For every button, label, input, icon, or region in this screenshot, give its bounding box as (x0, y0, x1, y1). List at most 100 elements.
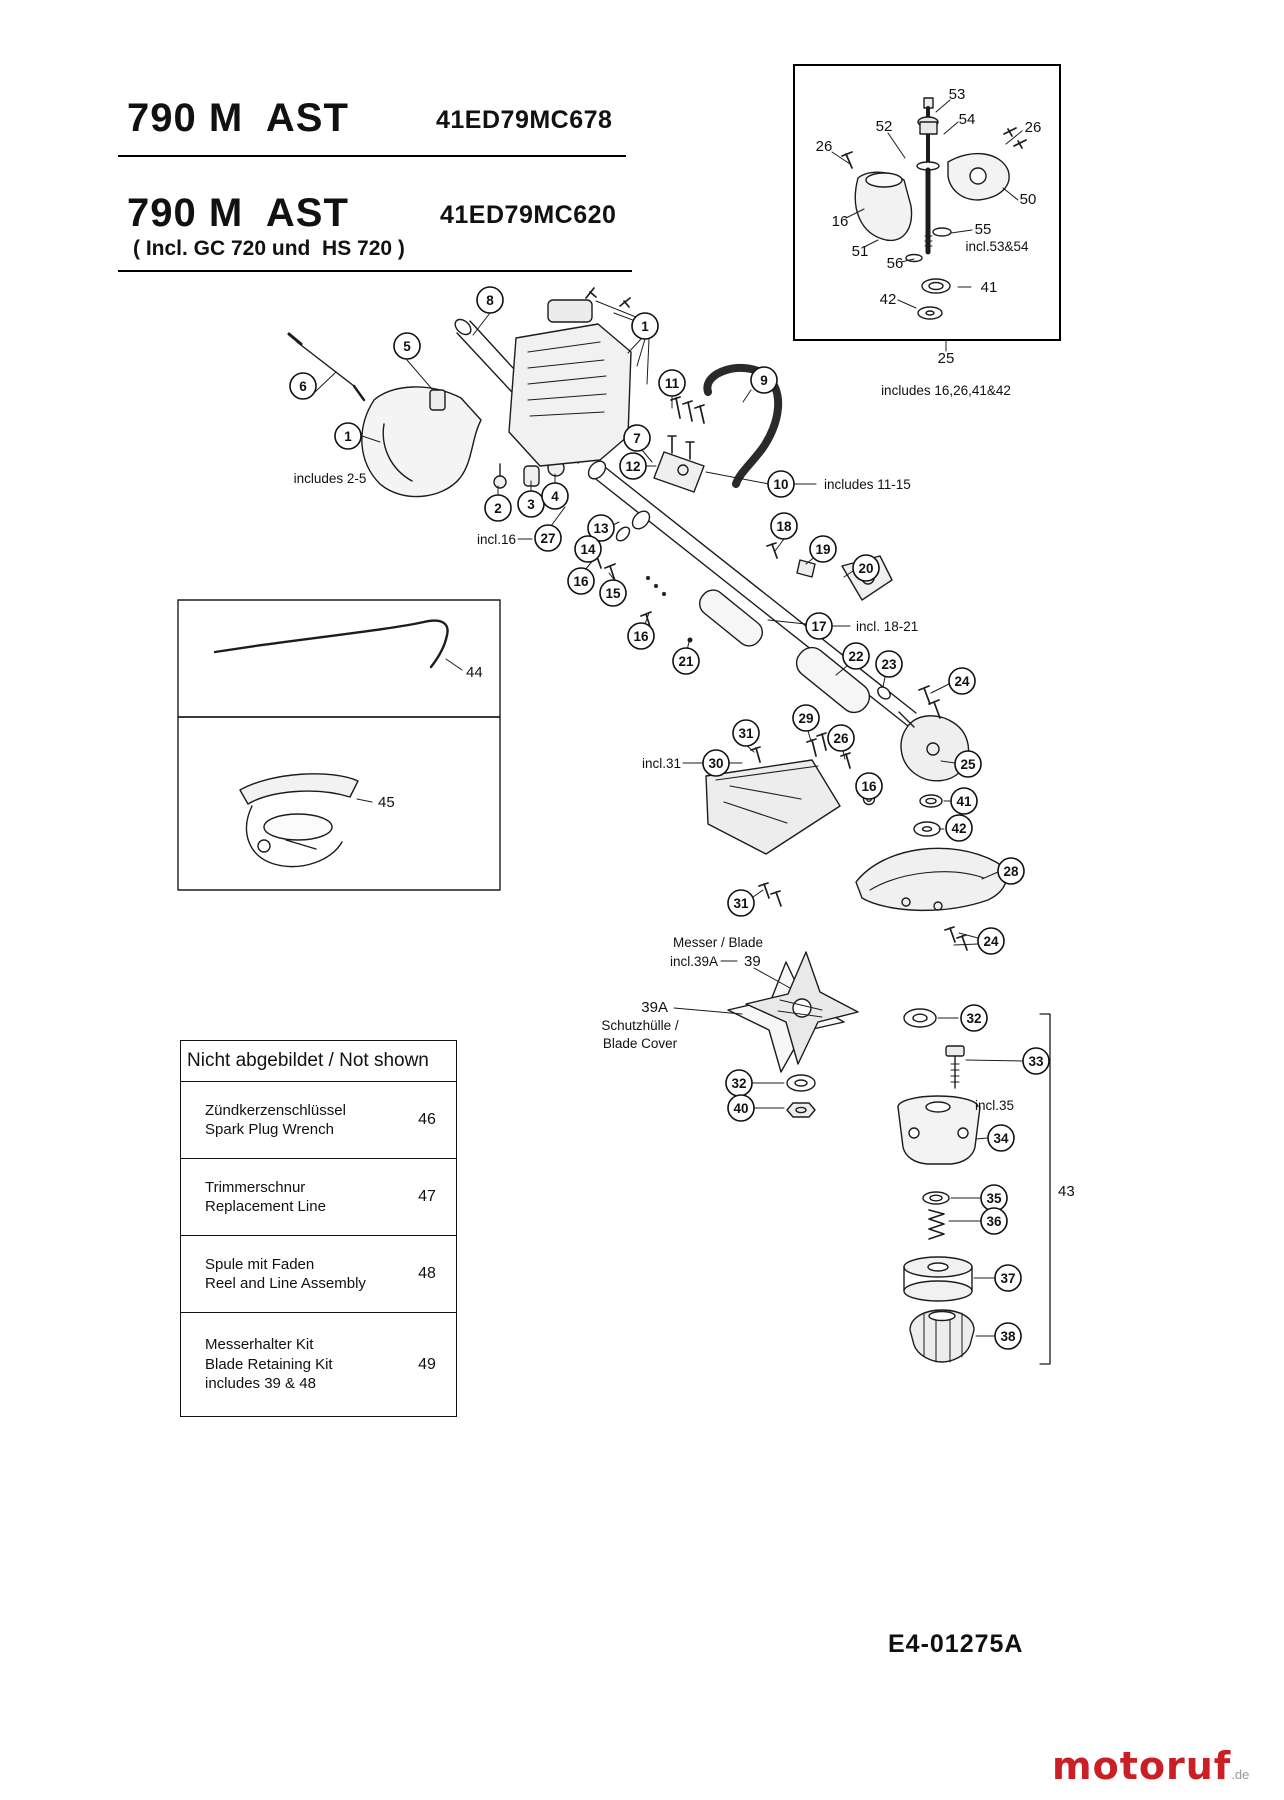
callout-16: 16 (855, 772, 883, 800)
svg-text:37: 37 (1000, 1271, 1015, 1286)
not-shown-title: Nicht abgebildet / Not shown (187, 1050, 429, 1071)
svg-text:11: 11 (665, 376, 680, 391)
svg-text:31: 31 (733, 896, 749, 911)
diagram-label: 43 (1058, 1183, 1075, 1200)
svg-text:1: 1 (641, 319, 649, 334)
callout-37: 37 (994, 1264, 1022, 1292)
callout-24: 24 (948, 667, 976, 695)
diagram-label: 39 (744, 953, 761, 970)
callout-35: 35 (980, 1184, 1008, 1212)
part-number: 48 (418, 1265, 436, 1282)
svg-text:22: 22 (848, 649, 863, 664)
diagram-label: includes 11-15 (824, 477, 911, 492)
callout-12: 12 (619, 452, 647, 480)
callout-4: 4 (541, 482, 569, 510)
callout-38: 38 (994, 1322, 1022, 1350)
diagram-label: 45 (378, 794, 395, 811)
model-2-code: 41ED79MC620 (440, 201, 617, 229)
diagram-label: includes 2-5 (294, 471, 367, 486)
svg-text:42: 42 (951, 821, 966, 836)
svg-text:12: 12 (625, 459, 640, 474)
diagram-label: 44 (466, 664, 483, 681)
svg-text:28: 28 (1003, 864, 1019, 879)
svg-text:24: 24 (983, 934, 999, 949)
callout-25: 25 (954, 750, 982, 778)
svg-text:32: 32 (731, 1076, 746, 1091)
header-divider (118, 270, 632, 272)
callout-41: 41 (950, 787, 978, 815)
callout-5: 5 (393, 332, 421, 360)
diagram-label: 39A (641, 999, 668, 1016)
callout-22: 22 (842, 642, 870, 670)
motoruf-watermark[interactable]: motoruf.de (1052, 1744, 1249, 1788)
diagram-label: 25 (938, 350, 955, 367)
watermark-tld: .de (1231, 1767, 1250, 1782)
svg-text:18: 18 (776, 519, 792, 534)
svg-text:35: 35 (986, 1191, 1002, 1206)
svg-text:19: 19 (815, 542, 830, 557)
callout-31: 31 (727, 889, 755, 917)
svg-text:13: 13 (593, 521, 609, 536)
callout-21: 21 (672, 647, 700, 675)
callout-18: 18 (770, 512, 798, 540)
svg-text:38: 38 (1000, 1329, 1016, 1344)
diagram-label: includes 16,26,41&42 (881, 383, 1011, 398)
header-divider (118, 155, 626, 157)
callout-7: 7 (623, 424, 651, 452)
callout-20: 20 (852, 554, 880, 582)
callout-24: 24 (977, 927, 1005, 955)
callout-8: 8 (476, 286, 504, 314)
svg-text:34: 34 (993, 1131, 1009, 1146)
svg-text:14: 14 (580, 542, 596, 557)
svg-text:6: 6 (299, 379, 307, 394)
callout-42: 42 (945, 814, 973, 842)
callout-17: 17 (805, 612, 833, 640)
drawing-number: E4-01275A (888, 1630, 1024, 1658)
diagram-label: incl.39A (670, 954, 718, 969)
callout-10: 10 (767, 470, 795, 498)
svg-text:32: 32 (966, 1011, 981, 1026)
diagram-label: incl.31 (642, 756, 681, 771)
callout-9: 9 (750, 366, 778, 394)
callout-26: 26 (827, 724, 855, 752)
callout-31: 31 (732, 719, 760, 747)
callout-3: 3 (517, 490, 545, 518)
callout-32: 32 (960, 1004, 988, 1032)
callout-32: 32 (725, 1069, 753, 1097)
callout-29: 29 (792, 704, 820, 732)
callout-40: 40 (727, 1094, 755, 1122)
svg-text:7: 7 (633, 431, 641, 446)
svg-text:16: 16 (861, 779, 877, 794)
callout-6: 6 (289, 372, 317, 400)
not-shown-table: Nicht abgebildet / Not shown Zündkerzens… (180, 1040, 457, 1417)
svg-text:31: 31 (738, 726, 754, 741)
svg-text:29: 29 (798, 711, 813, 726)
callout-28: 28 (997, 857, 1025, 885)
callout-33: 33 (1022, 1047, 1050, 1075)
callout-16: 16 (567, 567, 595, 595)
model-2-name: 790 M AST (127, 191, 349, 235)
svg-text:10: 10 (773, 477, 788, 492)
part-number: 47 (418, 1188, 436, 1205)
svg-text:9: 9 (760, 373, 768, 388)
model-1-code: 41ED79MC678 (436, 106, 613, 134)
model-1-name: 790 M AST (127, 96, 349, 140)
diagram-label: Schutzhülle / (601, 1018, 679, 1033)
svg-text:30: 30 (708, 756, 723, 771)
svg-text:16: 16 (633, 629, 649, 644)
diagram-label: Blade Cover (603, 1036, 678, 1051)
callout-36: 36 (980, 1207, 1008, 1235)
svg-text:40: 40 (733, 1101, 748, 1116)
callout-14: 14 (574, 535, 602, 563)
callout-1: 1 (334, 422, 362, 450)
diagram-label: Messer / Blade (673, 935, 763, 950)
diagram-label: incl.35 (975, 1098, 1014, 1113)
callout-1: 1 (631, 312, 659, 340)
svg-text:36: 36 (986, 1214, 1002, 1229)
